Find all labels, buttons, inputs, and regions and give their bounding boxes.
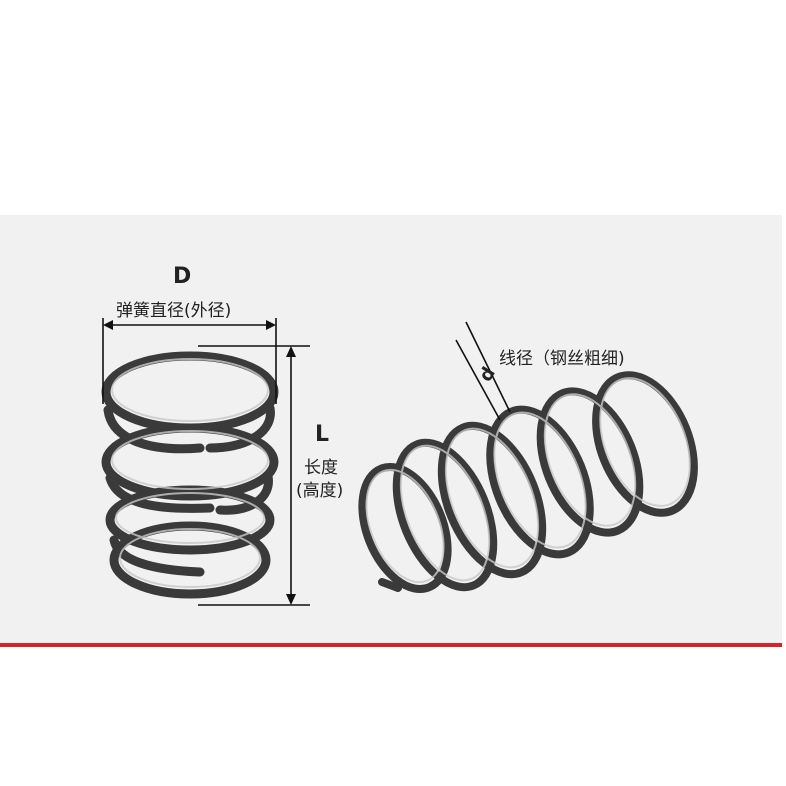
right-spring bbox=[358, 371, 698, 594]
arrow-l-top bbox=[286, 346, 296, 357]
dimension-arrows bbox=[103, 320, 296, 605]
arrow-d-left bbox=[103, 320, 113, 330]
wire-extension-1 bbox=[465, 321, 511, 413]
length-symbol: L bbox=[315, 422, 330, 447]
length-label: 长度 bbox=[304, 458, 338, 478]
arrow-l-bottom bbox=[286, 594, 296, 605]
accent-red-line bbox=[0, 643, 782, 647]
left-spring bbox=[101, 351, 279, 599]
outer-diameter-label: 弹簧直径(外径) bbox=[116, 301, 232, 321]
dimension-lines bbox=[102, 318, 511, 606]
arrow-d-right bbox=[266, 320, 276, 330]
outer-diameter-symbol: D bbox=[173, 264, 192, 289]
wire-diameter-label: 线径（钢丝粗细) bbox=[499, 349, 625, 369]
wire-extension-2 bbox=[455, 339, 501, 421]
height-label: (高度) bbox=[296, 481, 344, 501]
